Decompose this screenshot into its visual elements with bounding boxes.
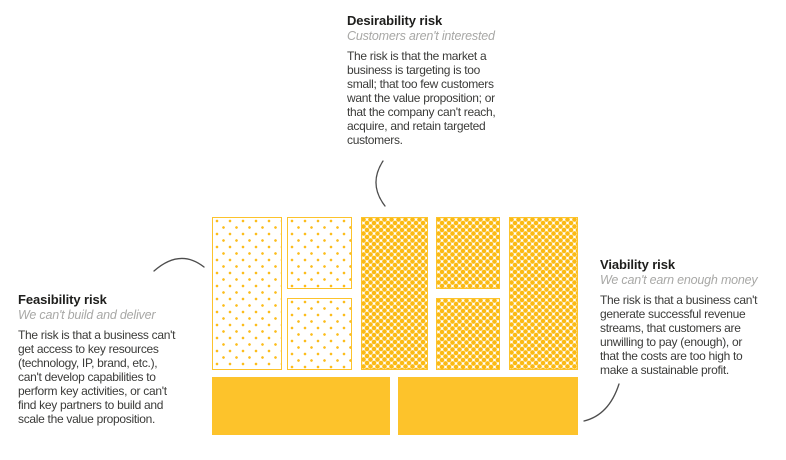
channels-block xyxy=(436,298,500,370)
key-resources-block xyxy=(287,298,352,370)
viability-note: Viability risk We can't earn enough mone… xyxy=(600,257,758,377)
revenue-streams-block xyxy=(398,377,578,435)
key-activities-block xyxy=(287,217,352,289)
desirability-subtitle: Customers aren't interested xyxy=(347,29,495,43)
feasibility-body: The risk is that a business can't get ac… xyxy=(18,328,176,426)
viability-body: The risk is that a business can't genera… xyxy=(600,293,758,377)
desirability-title: Desirability risk xyxy=(347,13,443,28)
viability-subtitle: We can't earn enough money xyxy=(600,273,758,287)
customer-relationships-block xyxy=(436,217,500,289)
desirability-connector-line xyxy=(375,160,386,207)
customer-segments-block xyxy=(509,217,578,370)
desirability-body: The risk is that the market a business i… xyxy=(347,49,496,147)
feasibility-subtitle: We can't build and deliver xyxy=(18,308,156,322)
cost-structure-block xyxy=(212,377,390,435)
value-proposition-block xyxy=(361,217,428,370)
desirability-note: Desirability risk Customers aren't inter… xyxy=(347,13,496,147)
feasibility-title: Feasibility risk xyxy=(18,292,107,307)
viability-title: Viability risk xyxy=(600,257,675,272)
key-partners-block xyxy=(212,217,282,370)
viability-connector-line xyxy=(583,383,620,422)
feasibility-connector-line xyxy=(153,257,205,272)
feasibility-note: Feasibility risk We can't build and deli… xyxy=(18,292,175,426)
